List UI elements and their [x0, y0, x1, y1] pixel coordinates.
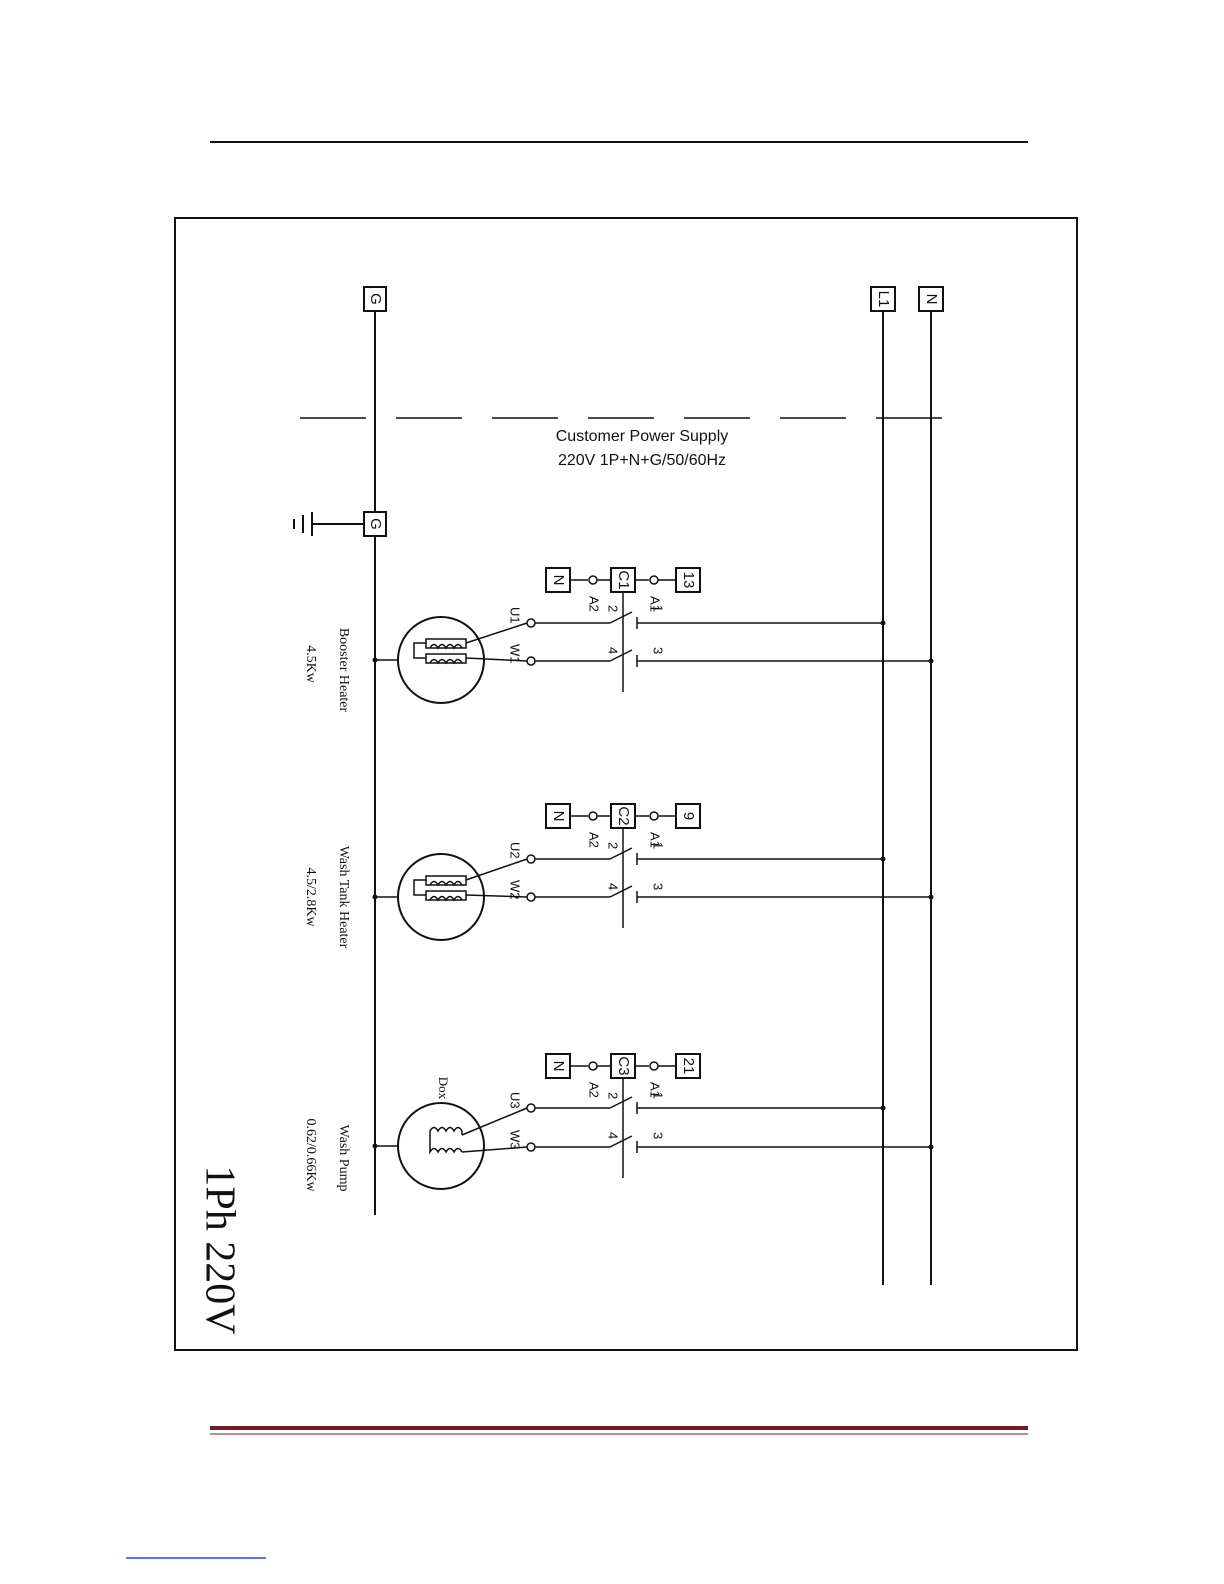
svg-text:G: G [367, 293, 384, 305]
diagram-title: 1Ph 220V [196, 1165, 242, 1334]
svg-text:4: 4 [606, 1132, 621, 1139]
supply-label: Customer Power Supply [556, 428, 729, 445]
svg-text:N: N [923, 294, 940, 305]
svg-text:9: 9 [680, 812, 697, 820]
terminal-g-ground: G [364, 512, 386, 536]
svg-text:Wash Pump: Wash Pump [336, 1125, 351, 1192]
circuit-booster-heater: N C1 13 A2 A1 2 1 U1 4 3 W1 [303, 568, 934, 713]
svg-text:N: N [550, 1061, 567, 1072]
earth-ground-icon [294, 512, 364, 536]
svg-text:1: 1 [651, 605, 666, 612]
svg-text:4: 4 [606, 883, 621, 890]
svg-text:G: G [367, 518, 384, 530]
pump-motor-symbol [398, 1103, 484, 1189]
svg-text:3: 3 [651, 1132, 666, 1139]
svg-text:Booster Heater: Booster Heater [336, 628, 351, 713]
svg-text:21: 21 [680, 1058, 697, 1075]
svg-text:W3: W3 [508, 1130, 523, 1150]
svg-text:U1: U1 [508, 607, 523, 624]
svg-text:2: 2 [606, 605, 621, 612]
supply-spec: 220V 1P+N+G/50/60Hz [558, 452, 726, 469]
svg-text:N: N [550, 575, 567, 586]
svg-text:1: 1 [651, 842, 666, 849]
circuit-wash-pump: N C3 21 A2 A1 2 1 U3 4 3 W3 [303, 1054, 934, 1192]
svg-text:A2: A2 [587, 596, 602, 612]
svg-text:U2: U2 [508, 842, 523, 859]
svg-text:2: 2 [606, 1092, 621, 1099]
motor-label: Dox [436, 1077, 451, 1100]
svg-text:C1: C1 [615, 570, 632, 589]
svg-text:4.5Kw: 4.5Kw [303, 645, 318, 684]
svg-text:C3: C3 [615, 1056, 632, 1075]
svg-text:N: N [550, 811, 567, 822]
svg-text:2: 2 [606, 842, 621, 849]
terminal-n: N [919, 287, 943, 311]
terminal-l1: L1 [871, 287, 895, 311]
svg-text:0.62/0.66Kw: 0.62/0.66Kw [303, 1118, 318, 1192]
terminal-g-top: G [364, 287, 386, 311]
circuit-wash-tank-heater: N C2 9 A2 A1 2 1 U2 4 3 W2 [303, 804, 934, 949]
svg-text:A2: A2 [587, 832, 602, 848]
svg-text:4: 4 [606, 647, 621, 654]
svg-text:C2: C2 [615, 806, 632, 825]
svg-text:U3: U3 [508, 1092, 523, 1109]
svg-text:1: 1 [651, 1092, 666, 1099]
svg-text:3: 3 [651, 647, 666, 654]
svg-text:13: 13 [680, 572, 697, 589]
svg-text:Wash Tank Heater: Wash Tank Heater [336, 846, 351, 949]
svg-text:L1: L1 [875, 291, 892, 308]
svg-text:A2: A2 [587, 1082, 602, 1098]
svg-text:4.5/2.8Kw: 4.5/2.8Kw [303, 867, 318, 927]
svg-text:3: 3 [651, 883, 666, 890]
